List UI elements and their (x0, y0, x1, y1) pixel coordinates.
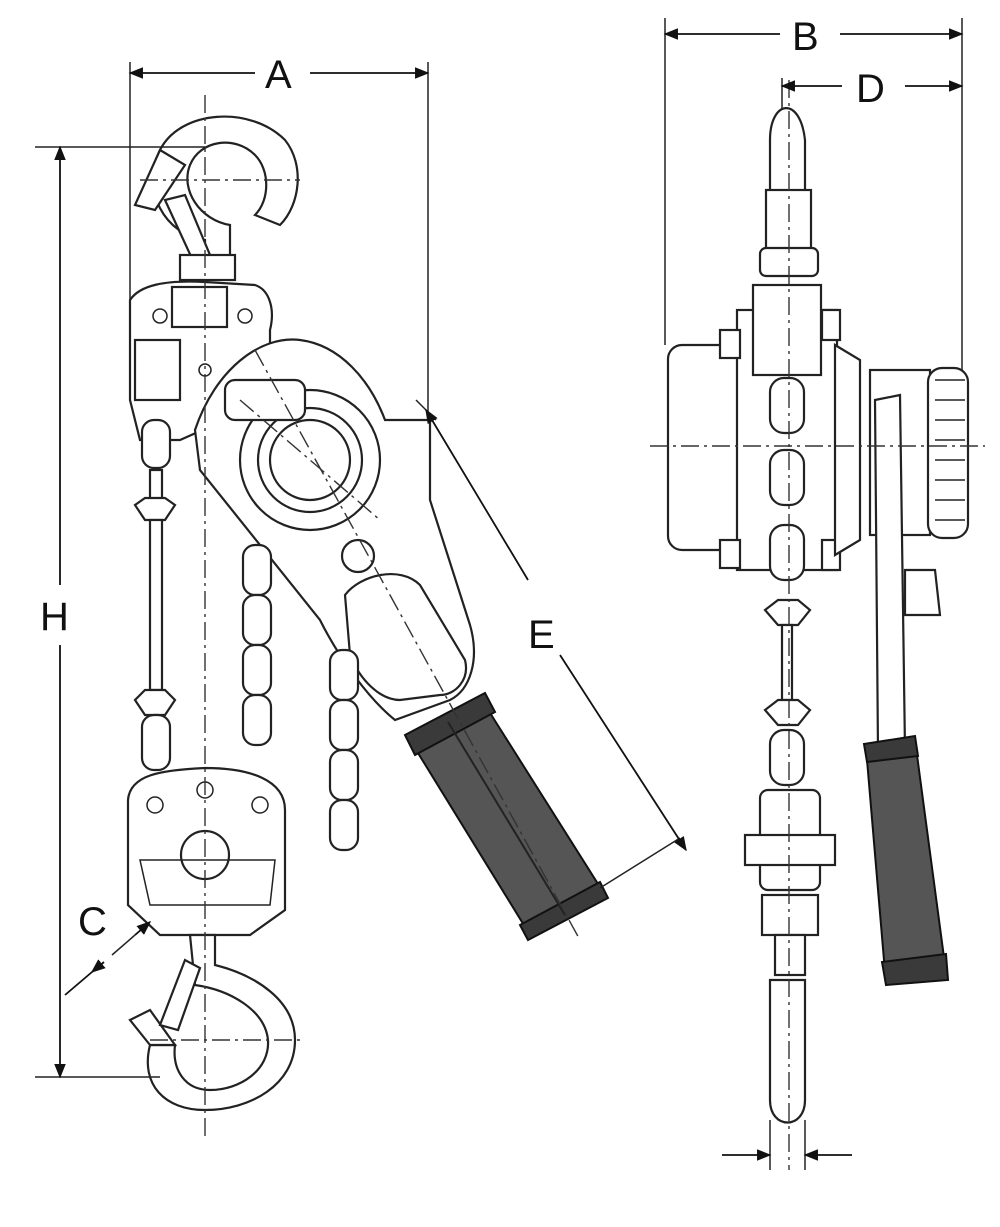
label-a: A (265, 53, 292, 97)
slack-chain (241, 543, 360, 852)
label-d: D (856, 67, 885, 111)
top-hook (133, 115, 299, 282)
label-h: H (40, 595, 69, 639)
lever-grip (403, 691, 610, 942)
bottom-hook (128, 933, 297, 1112)
label-b: B (792, 15, 819, 59)
side-chain (763, 376, 812, 787)
bottom-block (126, 766, 287, 937)
hoist-body (128, 280, 273, 442)
label-c: C (78, 900, 107, 944)
dimension-a: A (128, 53, 430, 97)
lever-arm (193, 338, 475, 722)
dimension-b: B (663, 15, 964, 59)
dimension-c: C (64, 900, 152, 996)
load-chain-left (133, 418, 177, 772)
side-lever (862, 393, 950, 987)
dimension-h: H (40, 145, 69, 1079)
dimension-e: E (425, 408, 687, 852)
label-e: E (528, 613, 555, 657)
front-view (35, 62, 681, 1140)
side-view (650, 18, 985, 1170)
side-body (666, 283, 970, 617)
side-bottom-block (743, 788, 837, 1124)
dimension-d: D (780, 67, 964, 111)
